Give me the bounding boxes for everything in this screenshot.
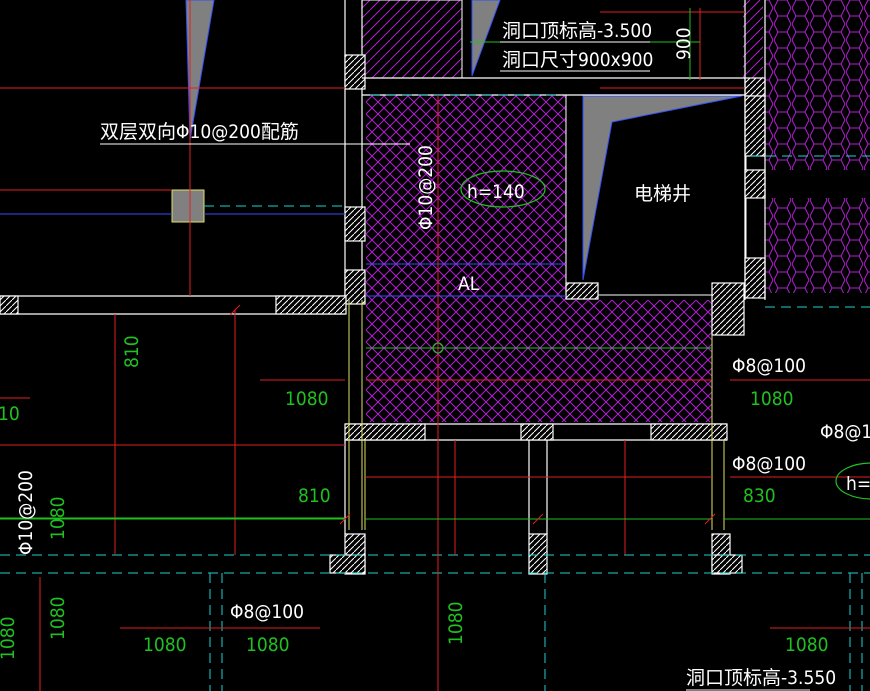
axis-cyan-lines	[0, 94, 870, 691]
dimension-1080-left-vertical: 1080	[47, 497, 69, 541]
left-upper-slab-hatch	[743, 0, 763, 80]
dimension-ticks	[229, 304, 716, 525]
opening-dimension-900: 900	[673, 27, 695, 60]
slab-thickness-ellipse	[460, 170, 546, 208]
right-hex-slab-hatch-lower	[765, 198, 870, 293]
dimension-1080-g: 1080	[0, 617, 19, 661]
dimension-1080-d: 1080	[143, 634, 187, 656]
dimension-830: 830	[743, 485, 776, 507]
dimension-1080-b: 1080	[750, 388, 794, 410]
dimension-1080-center-vertical: 1080	[445, 602, 467, 646]
dimension-1080-c: 1080	[47, 597, 69, 641]
dimension-810-a: 810	[121, 335, 143, 368]
slab-thickness-label: h=140	[467, 181, 525, 203]
beam-label-al: AL	[458, 273, 480, 295]
opening-top-elevation-label-1: 洞口顶标高-3.500	[502, 20, 652, 42]
elevator-shaft-label: 电梯井	[634, 183, 691, 205]
slab-thickness-ellipse-right	[835, 462, 870, 500]
leader-lines	[100, 41, 810, 691]
rebar-phi10-vertical-label: Φ10@200	[415, 145, 437, 230]
opening-triangle-top-left	[185, 0, 215, 141]
dimension-1080-f: 1080	[785, 634, 829, 656]
rebar-phi10-left-label: Φ10@200	[15, 470, 37, 555]
opening-top-elevation-label-2: 洞口顶标高-3.550	[686, 667, 836, 689]
rebar-phi8-label-c: Φ8@100	[230, 601, 304, 623]
double-layer-rebar-label: 双层双向Φ10@200配筋	[100, 121, 299, 143]
slab-thickness-label-right-partial: h=	[846, 473, 870, 495]
rebar-phi8-label-right-partial: Φ8@15	[820, 421, 870, 443]
right-hex-slab-hatch	[765, 0, 870, 170]
dimension-1080-e: 1080	[246, 634, 290, 656]
main-slab-crosshatch	[366, 95, 712, 422]
opening-size-label: 洞口尺寸900x900	[502, 49, 653, 71]
opening-triangle-shaft	[582, 95, 743, 281]
rebar-phi8-label-a: Φ8@100	[732, 355, 806, 377]
dimension-10-partial: 10	[0, 403, 20, 425]
dimension-1080-a: 1080	[285, 388, 329, 410]
rebar-phi8-label-b: Φ8@100	[732, 453, 806, 475]
axis-blue-lines	[0, 213, 566, 297]
dimension-810-b: 810	[298, 485, 331, 507]
opening-triangle-top	[471, 0, 501, 77]
upper-slab-hatch	[361, 0, 463, 79]
